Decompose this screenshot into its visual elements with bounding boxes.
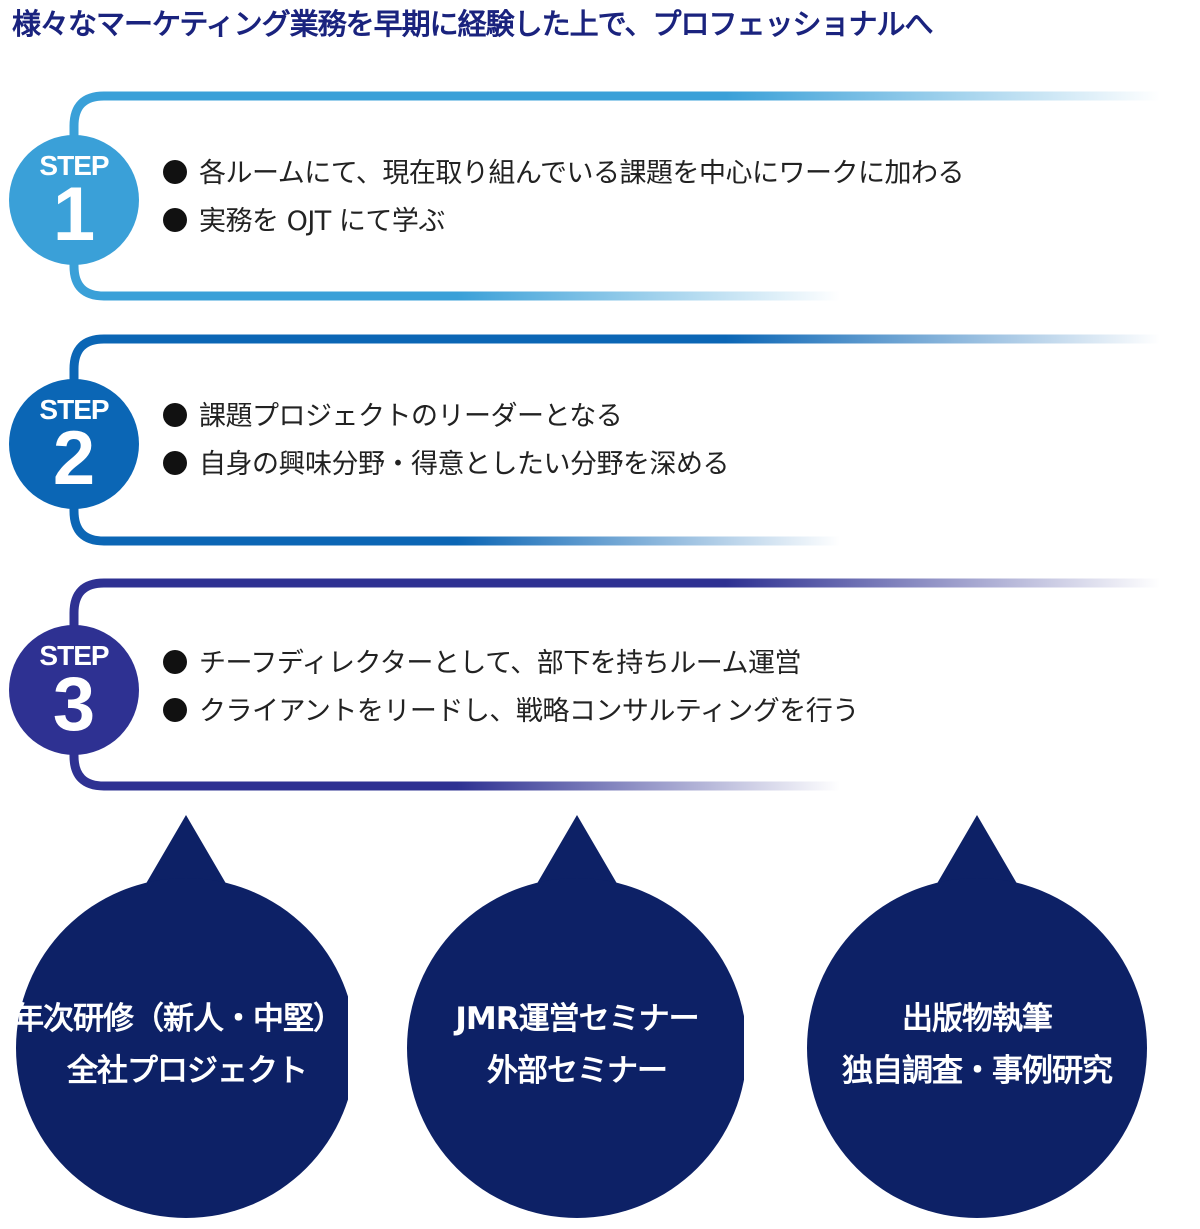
list-item: 実務を OJT にて学ぶ [163,198,964,246]
bubble-publishing: 出版物執筆 独自調査・事例研究 [807,815,1147,1225]
step-3-badge: STEP 3 [9,625,139,755]
step-2-number: 2 [52,416,96,501]
list-item-text: チーフディレクターとして、部下を持ちルーム運営 [199,648,801,679]
bullet-icon [163,650,187,674]
bubble-text: JMR運営セミナー 外部セミナー [410,993,744,1097]
step-2-label: STEP [39,394,109,425]
step-frames [69,91,1160,791]
bubble-training: 年次研修（新人・中堅） 全社プロジェクト [8,815,348,1225]
list-item: チーフディレクターとして、部下を持ちルーム運営 [163,640,859,688]
speech-bubble-shape [807,815,1147,1218]
bubble-text: 出版物執筆 独自調査・事例研究 [807,993,1147,1097]
step-1-label: STEP [39,150,109,181]
speech-bubble-shape [16,815,348,1218]
bubble-line: 全社プロジェクト [67,1053,308,1089]
bubble-line: 外部セミナー [487,1053,668,1089]
step-1-frame [69,91,1160,301]
list-item: 自身の興味分野・得意としたい分野を深める [163,441,730,489]
list-item: 各ルームにて、現在取り組んでいる課題を中心にワークに加わる [163,150,965,198]
bullet-icon [163,160,187,184]
page-title: 様々なマーケティング業務を早期に経験した上で、プロフェッショナルへ [12,7,934,41]
list-item-text: 各ルームにて、現在取り組んでいる課題を中心にワークに加わる [199,158,965,189]
bullet-icon [163,451,187,475]
step-3-number: 3 [52,662,96,747]
step-2-frame [69,334,1160,546]
bullet-icon [163,208,187,232]
bubble-line: 独自調査・事例研究 [842,1053,1113,1089]
bubble-line: 年次研修（新人・中堅） [13,1001,344,1037]
list-item: クライアントをリードし、戦略コンサルティングを行う [163,688,859,736]
step-2-badge: STEP 2 [9,379,139,509]
list-item-text: 課題プロジェクトのリーダーとなる [199,401,623,432]
bubble-seminar: JMR運営セミナー 外部セミナー [404,815,744,1225]
list-item: 課題プロジェクトのリーダーとなる [163,393,729,441]
step-1-list: 各ルームにて、現在取り組んでいる課題を中心にワークに加わる 実務を OJT にて… [163,150,965,246]
list-item-text: 実務を OJT にて学ぶ [199,206,445,237]
speech-bubble-shape [407,815,744,1218]
step-3-frame [69,578,1160,791]
bullet-icon [163,403,187,427]
bullet-icon [163,698,187,722]
step-1-badge: STEP 1 [9,135,139,265]
bubble-line: 出版物執筆 [902,1001,1053,1037]
bubble-text: 年次研修（新人・中堅） 全社プロジェクト [8,993,348,1097]
bubble-line: JMR運営セミナー [455,1001,699,1037]
list-item-text: 自身の興味分野・得意としたい分野を深める [199,449,730,480]
step-2-list: 課題プロジェクトのリーダーとなる 自身の興味分野・得意としたい分野を深める [163,393,730,489]
step-1-number: 1 [52,172,96,257]
step-3-list: チーフディレクターとして、部下を持ちルーム運営 クライアントをリードし、戦略コン… [163,640,859,736]
step-3-label: STEP [39,640,109,671]
list-item-text: クライアントをリードし、戦略コンサルティングを行う [199,696,859,727]
